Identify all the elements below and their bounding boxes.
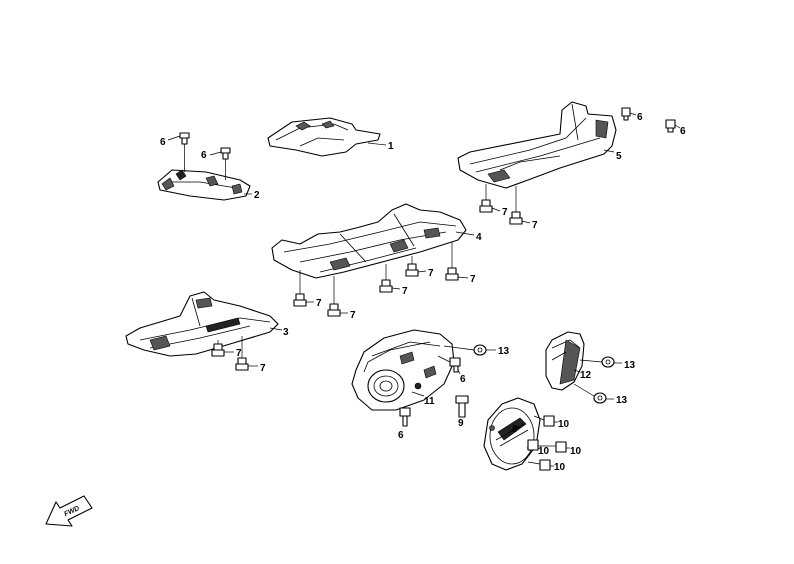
bolt-7-center-c [379,264,393,293]
callout-13-c: 13 [616,395,628,406]
part-5-rear-skid-plate [457,101,617,189]
washer-13-b [579,356,615,368]
part-4-center-skid-plate [271,203,467,279]
callout-8: 8 [512,424,518,435]
callout-7-c: 7 [316,298,322,309]
fwd-direction-arrow: FWD [45,495,93,527]
callout-7-d: 7 [350,310,356,321]
callout-9: 9 [458,418,464,429]
bolt-10-a [533,415,555,427]
bolt-6-cvt-a [437,355,461,373]
callout-4: 4 [476,232,482,243]
callout-10-a: 10 [558,419,570,430]
callout-6-e: 6 [460,374,466,385]
bolt-6-rear-top-b [665,119,676,133]
part-12-small-cover [545,331,585,391]
callout-6-c: 6 [637,112,643,123]
callout-1: 1 [388,141,394,152]
bolt-10-b [527,439,539,451]
callout-7-i: 7 [260,363,266,374]
bolt-7-center-a [293,270,307,307]
washer-13-c [573,383,607,404]
bolt-10-d [527,459,551,471]
callout-13-b: 13 [624,360,636,371]
callout-11: 11 [424,396,435,407]
bolt-6-cvt-b [399,407,411,427]
bolt-7-rear-a [479,184,493,213]
bolt-6-upper-left [179,132,190,172]
callout-10-c: 10 [570,446,582,457]
callout-7-f: 7 [428,268,434,279]
bolt-10-c [540,441,567,453]
part-1-bracket [267,117,381,157]
callout-6-f: 6 [398,430,404,441]
part-2-mounting-plate [157,169,251,201]
part-8-round-cover [483,397,541,471]
callout-7-g: 7 [470,274,476,285]
part-3-front-skid-plate [125,291,279,357]
callout-5: 5 [616,151,622,162]
callout-13-a: 13 [498,346,510,357]
callout-6-a: 6 [160,137,166,148]
callout-7-h: 7 [236,348,242,359]
bolt-7-center-e [445,242,459,281]
part-9-long-bolt [455,395,469,418]
callout-7-a: 7 [502,207,508,218]
bolt-7-front-b [235,336,249,371]
bolt-7-center-b [327,276,341,317]
callout-10-b: 10 [538,446,550,457]
bolt-7-rear-b [509,186,523,225]
callout-7-e: 7 [402,286,408,297]
bolt-7-center-d [405,256,419,277]
part-11-cvt-cover [351,329,455,411]
callout-7-b: 7 [532,220,538,231]
callout-10-d: 10 [554,462,566,473]
callout-3: 3 [283,327,289,338]
callout-2: 2 [254,190,260,201]
callout-6-d: 6 [680,126,686,137]
callout-6-b: 6 [201,150,207,161]
bolt-7-front-a [211,340,225,357]
callout-12: 12 [580,370,592,381]
bolt-6-upper-mid [220,147,231,180]
bolt-6-rear-top-a [621,107,631,121]
